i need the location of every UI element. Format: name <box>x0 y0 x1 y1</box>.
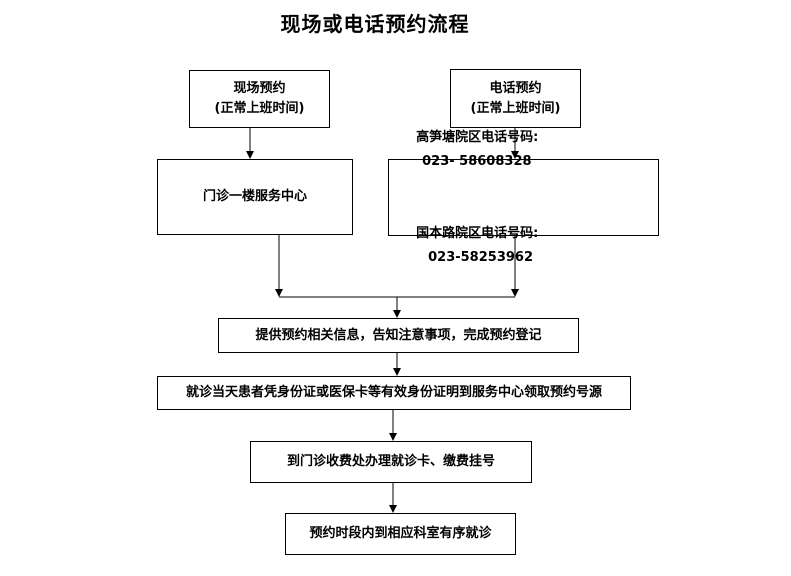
step-registration-label: 提供预约相关信息，告知注意事项，完成预约登记 <box>255 327 542 343</box>
phone-number-label: 国本路院区电话号码: <box>416 225 539 241</box>
step-collect-number-box: 就诊当天患者凭身份证或医保卡等有效身份证明到服务中心领取预约号源 <box>157 376 631 410</box>
step-registration-box: 提供预约相关信息，告知注意事项，完成预约登记 <box>218 318 579 353</box>
onsite-appointment-label: 现场预约 <box>233 81 286 96</box>
onsite-appointment-hours: (正常上班时间) <box>214 101 305 116</box>
service-center-box: 门诊一楼服务中心 <box>157 159 353 235</box>
phone-appointment-label: 电话预约 <box>489 80 542 96</box>
phone-number-value: 023-58253962 <box>428 249 534 265</box>
step-payment-box: 到门诊收费处办理就诊卡、缴费挂号 <box>250 441 532 483</box>
phone-number-row: 国本路院区电话号码: 023-58253962 <box>398 198 658 294</box>
phone-number-label: 高笋塘院区电话号码: <box>416 129 539 145</box>
phone-appointment-box: 电话预约 (正常上班时间) <box>450 69 581 128</box>
step-payment-label: 到门诊收费处办理就诊卡、缴费挂号 <box>286 454 495 469</box>
onsite-appointment-box: 现场预约 (正常上班时间) <box>189 70 330 128</box>
step-visit-label: 预约时段内到相应科室有序就诊 <box>309 526 492 541</box>
page-title: 现场或电话预约流程 <box>280 12 470 36</box>
phone-appointment-hours: (正常上班时间) <box>470 100 561 116</box>
phone-number-row: 高笋塘院区电话号码: 023- 58608328 <box>398 102 658 198</box>
service-center-label: 门诊一楼服务中心 <box>202 189 307 204</box>
step-collect-number-label: 就诊当天患者凭身份证或医保卡等有效身份证明到服务中心领取预约号源 <box>185 385 602 400</box>
step-visit-box: 预约时段内到相应科室有序就诊 <box>285 513 516 555</box>
phone-numbers-box: 高笋塘院区电话号码: 023- 58608328 国本路院区电话号码: 023-… <box>388 130 659 265</box>
